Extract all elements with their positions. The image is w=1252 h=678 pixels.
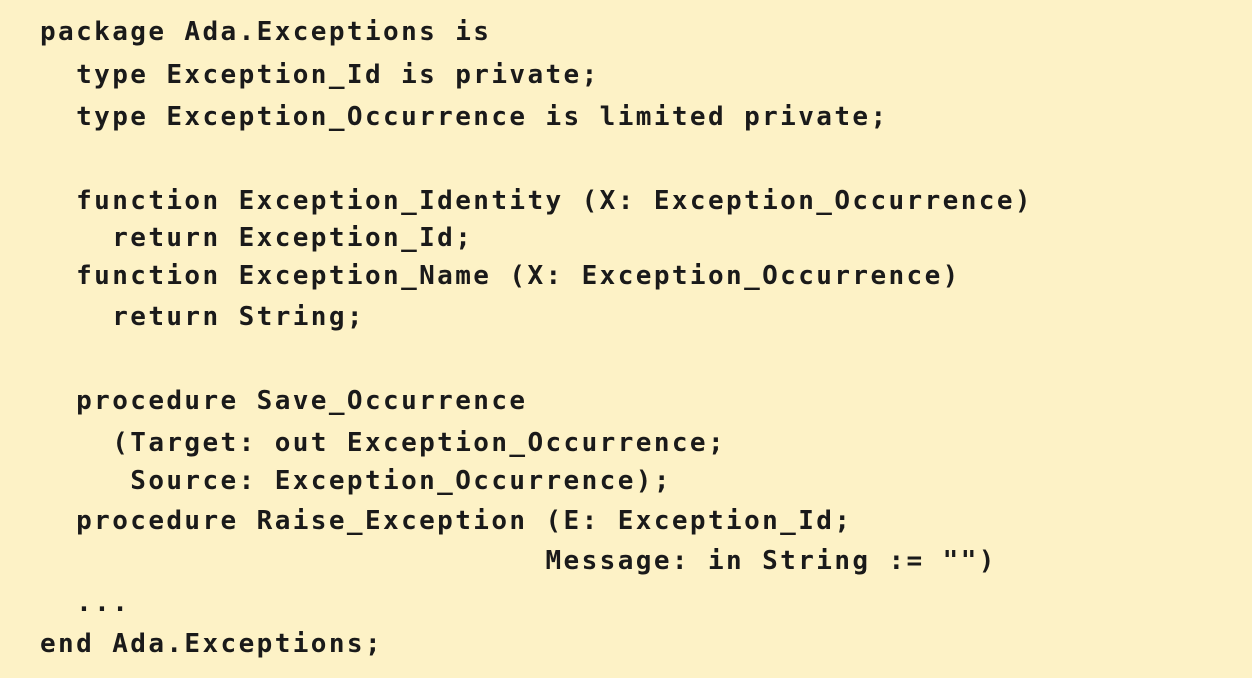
code-line: function Exception_Identity (X: Exceptio… <box>40 186 1033 216</box>
code-line: return Exception_Id; <box>40 223 474 253</box>
code-line: procedure Raise_Exception (E: Exception_… <box>40 506 853 536</box>
code-line: (Target: out Exception_Occurrence; <box>40 428 727 458</box>
code-line: procedure Save_Occurrence <box>40 386 528 416</box>
code-line: package Ada.Exceptions is <box>40 17 492 47</box>
code-line: return String; <box>40 302 365 332</box>
code-line: end Ada.Exceptions; <box>40 629 384 659</box>
code-line: type Exception_Id is private; <box>40 60 600 90</box>
code-line: ... <box>40 588 131 618</box>
code-line: function Exception_Name (X: Exception_Oc… <box>40 261 961 291</box>
code-line: Message: in String := "") <box>40 546 997 576</box>
code-line: Source: Exception_Occurrence); <box>40 466 672 496</box>
code-line: type Exception_Occurrence is limited pri… <box>40 102 889 132</box>
